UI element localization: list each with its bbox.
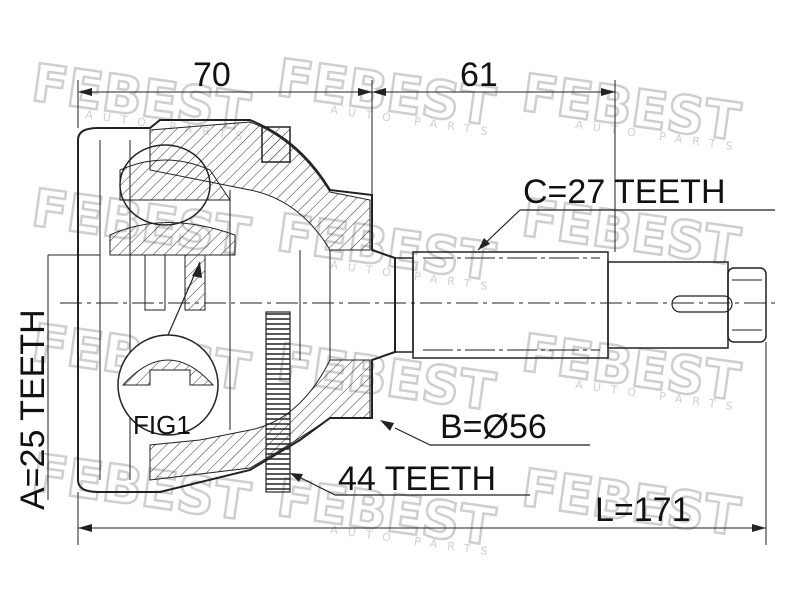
callout-inner-teeth: A=25 TEETH (14, 309, 52, 510)
figure-label: FIG1 (133, 410, 191, 440)
dim-total-length: L=171 (595, 491, 691, 529)
abs-ring (265, 311, 291, 493)
abs-ring-outline (265, 311, 291, 493)
stub-shaft (394, 251, 767, 359)
dim-left-length: 70 (193, 56, 231, 94)
outer-housing (77, 119, 396, 493)
dimension-lines (47, 80, 767, 545)
leader-lines (290, 209, 775, 496)
inner-race (109, 144, 236, 311)
callout-outer-teeth: C=27 TEETH (523, 173, 726, 211)
callout-abs-teeth: 44 TEETH (338, 460, 496, 498)
callout-diameter: B=Ø56 (440, 408, 547, 446)
dim-right-length: 61 (460, 56, 498, 94)
fig1-detail: FIG1 (117, 261, 219, 440)
